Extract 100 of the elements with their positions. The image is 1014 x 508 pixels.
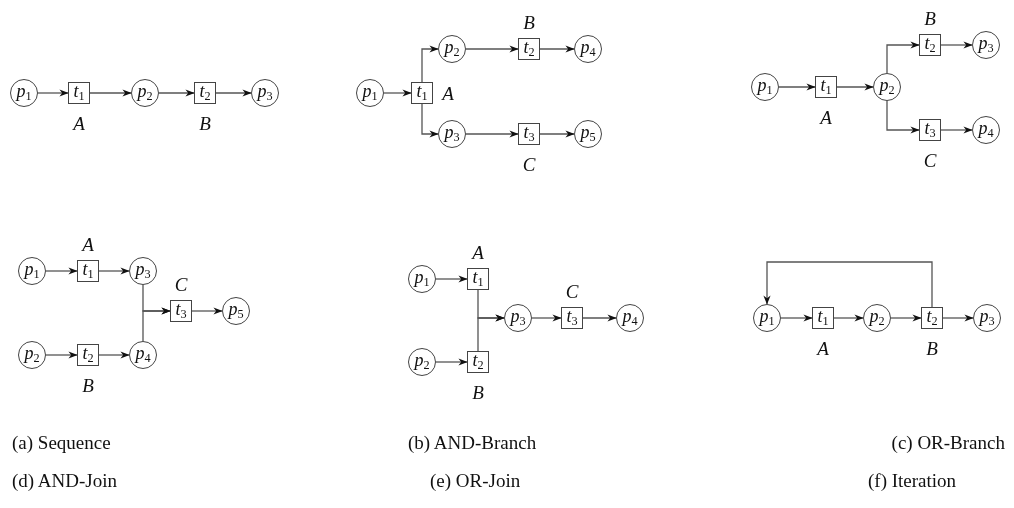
transition-box (561, 307, 583, 329)
transition-box (518, 123, 540, 145)
transition-box (68, 82, 90, 104)
node-label: p$_{3}$ (135, 259, 151, 281)
place-circle (616, 304, 644, 332)
node-label: p$_{4}$ (135, 343, 151, 365)
place-circle (972, 116, 1000, 144)
place-circle (753, 304, 781, 332)
transition-label: A (820, 107, 832, 127)
transition-box (919, 34, 941, 56)
arrow (465, 45, 519, 53)
arrow (477, 314, 505, 352)
node-label: t$_{1}$ (82, 259, 94, 281)
node-label: p$_{1}$ (24, 259, 40, 281)
node-label: p$_{5}$ (580, 122, 596, 144)
node-label: p$_{4}$ (622, 306, 638, 328)
arrow (383, 89, 412, 97)
place-circle (972, 31, 1000, 59)
transition-label: C (174, 274, 188, 294)
node-label: p$_{3}$ (444, 122, 460, 144)
transition-label: A (442, 83, 454, 103)
arrow (37, 89, 69, 97)
node-label: t$_{2}$ (82, 343, 94, 365)
node-label: t$_{2}$ (926, 306, 938, 328)
node-label: t$_{1}$ (416, 81, 428, 103)
place-circle (129, 257, 157, 285)
transition-box (170, 300, 192, 322)
caption: (b) AND-Branch (408, 433, 537, 452)
transition-label: A (472, 242, 484, 262)
transition-box (411, 82, 433, 104)
transition-box (919, 119, 941, 141)
transition-box (812, 307, 834, 329)
arrow (158, 89, 195, 97)
transition-label: A (73, 113, 85, 133)
transition-box (77, 344, 99, 366)
arrow (942, 314, 974, 322)
place-circle (356, 79, 384, 107)
caption: (e) OR-Join (430, 471, 521, 490)
transition-label: C (522, 154, 536, 174)
node-label: p$_{2}$ (879, 75, 895, 97)
node-label: p$_{1}$ (414, 267, 430, 289)
arrow (45, 267, 78, 275)
transition-label: B (924, 8, 936, 28)
node-label: t$_{1}$ (73, 81, 85, 103)
node-label: p$_{2}$ (444, 37, 460, 59)
arrow (465, 130, 519, 138)
node-label: p$_{2}$ (869, 306, 885, 328)
node-label: p$_{1}$ (16, 81, 32, 103)
node-label: t$_{2}$ (523, 37, 535, 59)
arrow (940, 41, 973, 49)
node-label: p$_{3}$ (257, 81, 273, 103)
arrow (98, 351, 130, 359)
arrow (940, 126, 973, 134)
arrow (191, 307, 223, 315)
place-circle (18, 257, 46, 285)
transition-label: A (817, 338, 829, 358)
transition-label: A (82, 234, 94, 254)
transition-box (921, 307, 943, 329)
place-circle (408, 348, 436, 376)
arrow (539, 130, 575, 138)
node-label: p$_{3}$ (979, 306, 995, 328)
transition-box (77, 260, 99, 282)
place-circle (438, 120, 466, 148)
place-circle (129, 341, 157, 369)
node-label: t$_{1}$ (820, 75, 832, 97)
arrow (142, 307, 171, 342)
node-label: t$_{2}$ (199, 81, 211, 103)
transition-label: C (565, 281, 579, 301)
node-label: t$_{3}$ (566, 306, 578, 328)
node-label: t$_{3}$ (924, 118, 936, 140)
arrow (89, 89, 132, 97)
place-circle (131, 79, 159, 107)
place-circle (251, 79, 279, 107)
node-label: p$_{3}$ (510, 306, 526, 328)
node-label: t$_{2}$ (472, 350, 484, 372)
node-label: p$_{2}$ (137, 81, 153, 103)
transition-box (467, 268, 489, 290)
place-circle (10, 79, 38, 107)
transition-box (815, 76, 837, 98)
transition-label: B (926, 338, 938, 358)
place-circle (574, 120, 602, 148)
node-label: p$_{1}$ (759, 306, 775, 328)
arrow (890, 314, 922, 322)
node-label: p$_{3}$ (978, 33, 994, 55)
arrow (98, 267, 130, 275)
node-label: t$_{2}$ (924, 33, 936, 55)
place-circle (408, 265, 436, 293)
place-circle (873, 73, 901, 101)
place-circle (574, 35, 602, 63)
transition-label: C (923, 150, 937, 170)
transition-box (518, 38, 540, 60)
node-label: p$_{1}$ (757, 75, 773, 97)
transition-label: B (523, 12, 535, 32)
transition-box (194, 82, 216, 104)
caption: (d) AND-Join (12, 471, 118, 490)
arrow (45, 351, 78, 359)
arrow (763, 261, 933, 308)
place-circle (18, 341, 46, 369)
place-circle (973, 304, 1001, 332)
arrow (582, 314, 617, 322)
